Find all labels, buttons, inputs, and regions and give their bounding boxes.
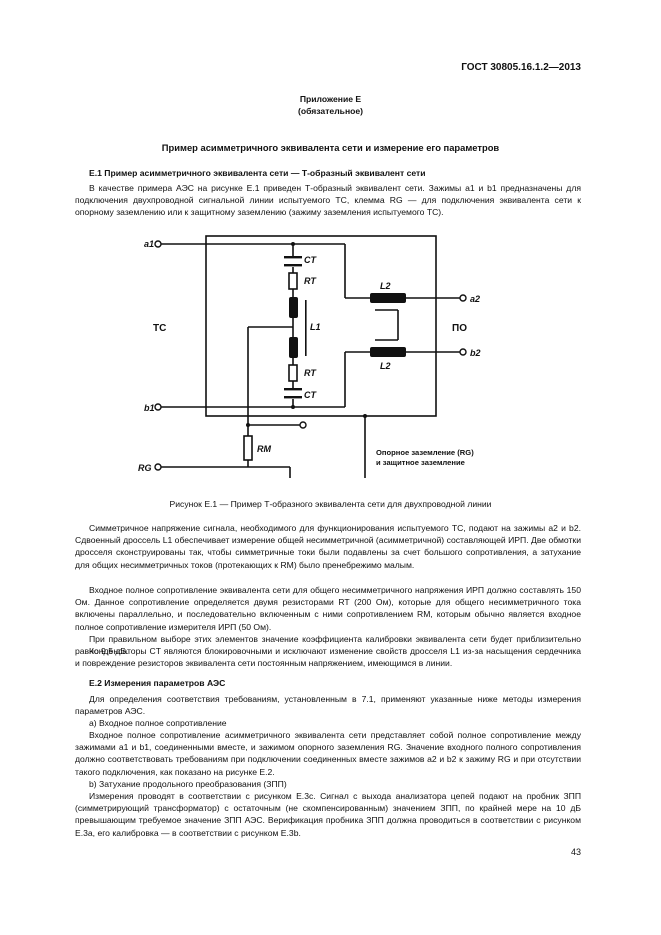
paragraph-6: Для определения соответствия требованиям… [75, 694, 581, 717]
paragraph-e1: В качестве примера АЭС на рисунке Е.1 пр… [75, 183, 581, 218]
resistor-rm [243, 435, 253, 461]
paragraph-10: Измерения проводят в соответствии с рису… [75, 791, 581, 838]
terminal-rg [154, 463, 162, 471]
paragraph-4: При правильном выборе этих элементов зна… [75, 634, 581, 657]
circuit-diagram: a1 b1 RG a2 b2 CT RT L1 RT CT L2 L2 RM Т… [138, 235, 481, 478]
figure-caption: Рисунок Е.1 — Пример Т-образного эквивал… [169, 499, 492, 509]
terminal-a1 [154, 240, 162, 248]
inductor-l2-upper [370, 293, 406, 303]
label-b2: b2 [470, 348, 481, 358]
network-box [205, 235, 437, 417]
label-a2: a2 [470, 294, 480, 304]
label-ct-top: CT [304, 255, 317, 265]
terminal-open [299, 421, 307, 429]
paragraph-8: Входное полное сопротивление асимметричн… [75, 730, 581, 777]
section-e2-title: Е.2 Измерения параметров АЭС [89, 678, 226, 688]
label-rt-top: RT [304, 276, 317, 286]
terminal-b2 [459, 348, 467, 356]
label-ts: ТС [153, 323, 166, 334]
appendix-title: Приложение Е [299, 94, 362, 104]
terminal-b1 [154, 403, 162, 411]
appendix-subtitle: (обязательное) [297, 106, 364, 116]
inductor-l1-lower [289, 337, 298, 358]
page-number: 43 [570, 847, 581, 857]
label-l2-top: L2 [380, 281, 391, 291]
ground-note-line1: Опорное заземление (RG) [376, 448, 474, 457]
resistor-rt-top [288, 272, 298, 290]
inductor-l1-upper [289, 297, 298, 318]
label-a1: a1 [144, 239, 154, 249]
label-rm: RM [257, 444, 271, 454]
label-l2-bottom: L2 [380, 361, 391, 371]
main-title: Пример асимметричного эквивалента сети и… [161, 142, 500, 153]
label-b1: b1 [144, 403, 155, 413]
paragraph-7: а) Входное полное сопротивление [89, 718, 227, 728]
ground-note-line2: и защитное заземление [376, 458, 465, 467]
paragraph-5: Конденсаторы CT являются блокировочными … [75, 646, 581, 669]
resistor-rt-bottom [288, 364, 298, 382]
paragraph-3: Входное полное сопротивление эквивалента… [75, 585, 581, 632]
section-e1-title: Е.1 Пример асимметричного эквивалента се… [89, 168, 426, 178]
label-po: ПО [452, 323, 467, 334]
terminal-a2 [459, 294, 467, 302]
label-rg: RG [138, 463, 152, 473]
paragraph-9: b) Затухание продольного преобразования … [89, 779, 287, 789]
label-rt-bottom: RT [304, 368, 317, 378]
label-ct-bottom: CT [304, 390, 317, 400]
standard-number: ГОСТ 30805.16.1.2—2013 [461, 62, 581, 73]
label-l1: L1 [310, 322, 321, 332]
paragraph-2: Симметричное напряжение сигнала, необход… [75, 523, 581, 570]
inductor-l2-lower [370, 347, 406, 357]
